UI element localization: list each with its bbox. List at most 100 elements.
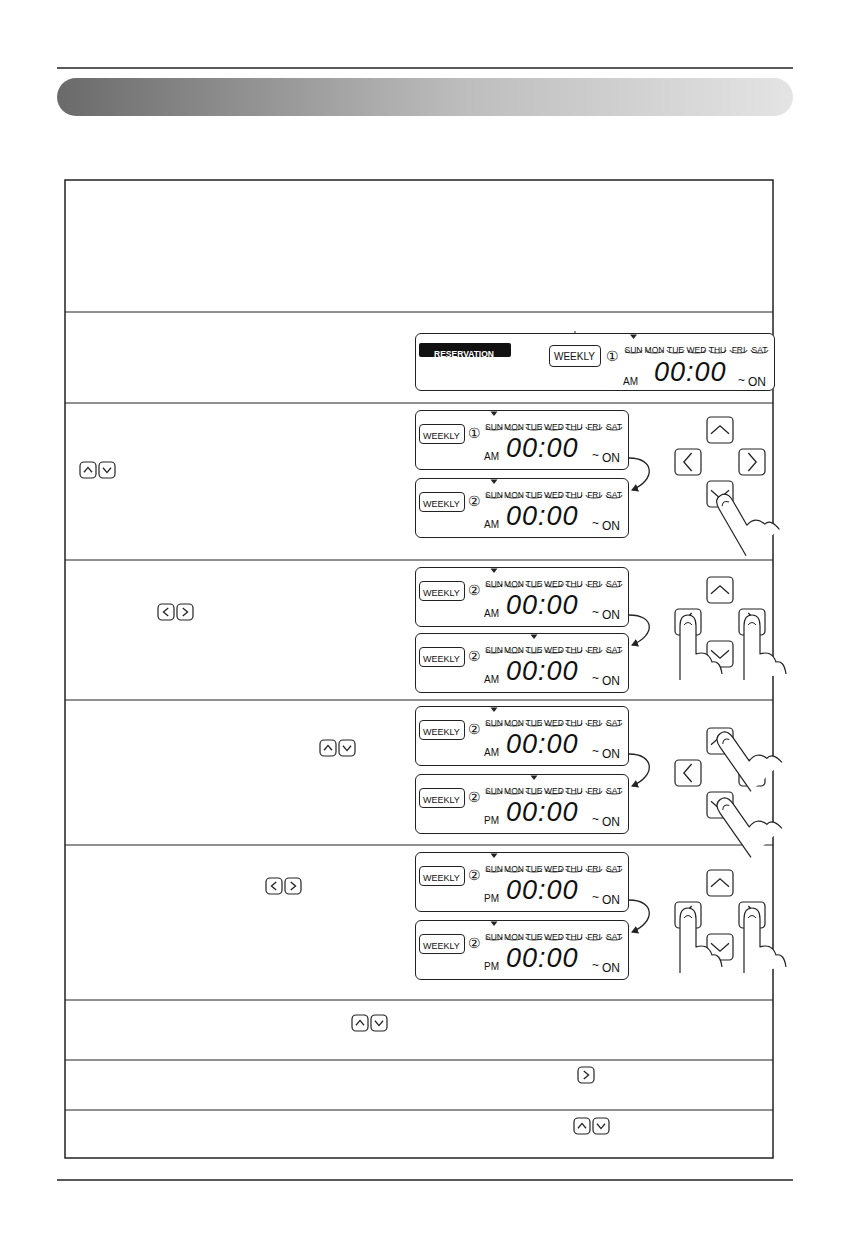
art-stroke: [739, 449, 765, 475]
art-stroke: [103, 468, 111, 473]
day-label: TUE: [524, 490, 544, 500]
lcd-display: ②SUNMONTUEWEDTHUFRISATAM00:00~ONWEEKLY: [415, 567, 629, 627]
art-stroke: [748, 623, 756, 626]
arrow-button: [352, 1015, 368, 1031]
lcd-display: ①SUNMONTUEWEDTHUFRISATAM00:00~ONRESERVAT…: [415, 333, 775, 391]
day-marker: [491, 569, 498, 574]
day-label: SUN: [484, 932, 504, 942]
lcd-display: ②SUNMONTUEWEDTHUFRISATPM00:00~ONWEEKLY: [415, 920, 629, 980]
weekly-button: WEEKLY: [419, 720, 465, 740]
am-pm-indicator: PM: [484, 815, 499, 826]
art-stroke: [714, 714, 786, 791]
art-stroke: [675, 760, 701, 786]
hand-drawing: [744, 615, 786, 680]
tilde: ~: [592, 605, 599, 619]
day-label: SAT: [749, 345, 770, 355]
day-label: TUE: [524, 645, 544, 655]
tilde: ~: [592, 812, 599, 826]
arrow-button: [739, 449, 765, 475]
program-number: ①: [468, 425, 481, 441]
on-label: ON: [748, 375, 766, 389]
arrow-button: [99, 462, 115, 478]
weekly-label: WEEKLY: [423, 724, 460, 741]
tilde: ~: [592, 448, 599, 462]
art-stroke: [711, 650, 729, 658]
arrow-button: [177, 604, 193, 620]
am-pm-indicator: AM: [484, 747, 499, 758]
art-stroke: [711, 879, 729, 887]
art-stroke: [352, 1015, 368, 1031]
day-label: FRI: [728, 345, 749, 355]
day-label: WED: [544, 645, 564, 655]
day-marker: [531, 635, 538, 640]
day-label: MON: [504, 864, 524, 874]
program-number: ②: [468, 867, 481, 883]
art-stroke: [684, 623, 692, 626]
arrow-button: [675, 760, 701, 786]
arrow-button: [707, 870, 733, 896]
art-stroke: [597, 1124, 605, 1129]
arrow-button: [707, 417, 733, 443]
reservation-tag: RESERVATION: [419, 343, 511, 357]
arrow-button: [266, 878, 282, 894]
sequence-arrow: [629, 754, 649, 786]
day-label: MON: [504, 718, 524, 728]
tilde: ~: [592, 671, 599, 685]
art-stroke: [183, 608, 188, 616]
arrow-button: [707, 577, 733, 603]
program-number: ②: [468, 935, 481, 951]
day-label: SAT: [604, 718, 624, 728]
art-stroke: [84, 467, 92, 472]
day-label: FRI: [584, 786, 604, 796]
day-label: MON: [504, 579, 524, 589]
art-stroke: [578, 1123, 586, 1128]
art-stroke: [375, 1021, 383, 1026]
day-label: TUE: [524, 718, 544, 728]
art-stroke: [593, 1118, 609, 1134]
weekly-button: WEEKLY: [419, 934, 465, 954]
art-stroke: [99, 462, 115, 478]
arrow-button: [675, 449, 701, 475]
art-stroke: [711, 943, 729, 951]
reservation-label: RESERVATION: [434, 347, 494, 361]
art-stroke: [584, 1071, 589, 1079]
on-label: ON: [602, 519, 620, 533]
art-stroke: [721, 500, 729, 506]
day-label: SAT: [604, 422, 624, 432]
art-stroke: [343, 746, 351, 751]
day-label: FRI: [584, 932, 604, 942]
art-stroke: [714, 478, 783, 555]
art-stroke: [177, 604, 193, 620]
art-stroke: [707, 870, 733, 896]
sequence-arrow: [629, 615, 649, 645]
day-label: SUN: [484, 579, 504, 589]
day-label: THU: [564, 718, 584, 728]
day-label: TUE: [524, 864, 544, 874]
day-label: SAT: [604, 864, 624, 874]
time-digits: 00:00: [506, 943, 579, 973]
day-label: FRI: [584, 645, 604, 655]
day-label: THU: [564, 645, 584, 655]
art-stroke: [680, 908, 722, 973]
day-label: FRI: [584, 718, 604, 728]
am-pm-indicator: PM: [484, 893, 499, 904]
hand-drawing: [714, 714, 786, 791]
weekly-label: WEEKLY: [423, 496, 460, 513]
day-label: SAT: [604, 490, 624, 500]
art-stroke: [711, 426, 729, 434]
day-label: WED: [544, 932, 564, 942]
art-stroke: [271, 882, 276, 890]
weekly-label: WEEKLY: [423, 585, 460, 602]
header-bar: [57, 78, 793, 116]
weekly-button: WEEKLY: [419, 424, 465, 444]
am-pm-indicator: PM: [484, 961, 499, 972]
tilde: ~: [738, 373, 745, 387]
art-stroke: [163, 608, 168, 616]
day-label: WED: [544, 786, 564, 796]
time-digits: 00:00: [506, 590, 579, 620]
arrow-button: [158, 604, 174, 620]
time-digits: 00:00: [506, 797, 579, 827]
day-label: THU: [564, 786, 584, 796]
day-label: SAT: [604, 786, 624, 796]
day-label: FRI: [584, 422, 604, 432]
